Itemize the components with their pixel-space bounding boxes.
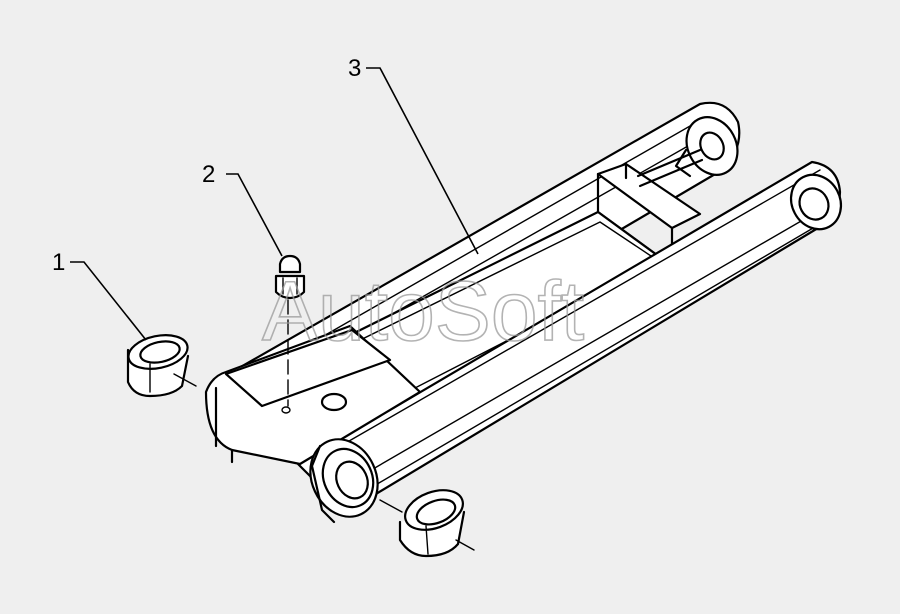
grease-hole — [281, 406, 291, 414]
bushing-left — [126, 334, 197, 398]
leader-2 — [226, 173, 283, 257]
watermark: AutoSoft — [262, 264, 584, 358]
grease-nipple — [274, 254, 306, 407]
leader-1 — [70, 261, 147, 341]
pivot-bore — [309, 438, 379, 524]
callout-1: 1 — [52, 249, 65, 276]
bushing-right — [379, 489, 475, 558]
callout-2: 2 — [202, 161, 215, 188]
leader-3 — [366, 67, 479, 255]
front-rail-eye — [789, 173, 843, 231]
pivot-block — [204, 324, 422, 466]
arm-frame — [204, 101, 843, 524]
callout-3: 3 — [348, 55, 361, 82]
leader-lines — [70, 67, 479, 341]
